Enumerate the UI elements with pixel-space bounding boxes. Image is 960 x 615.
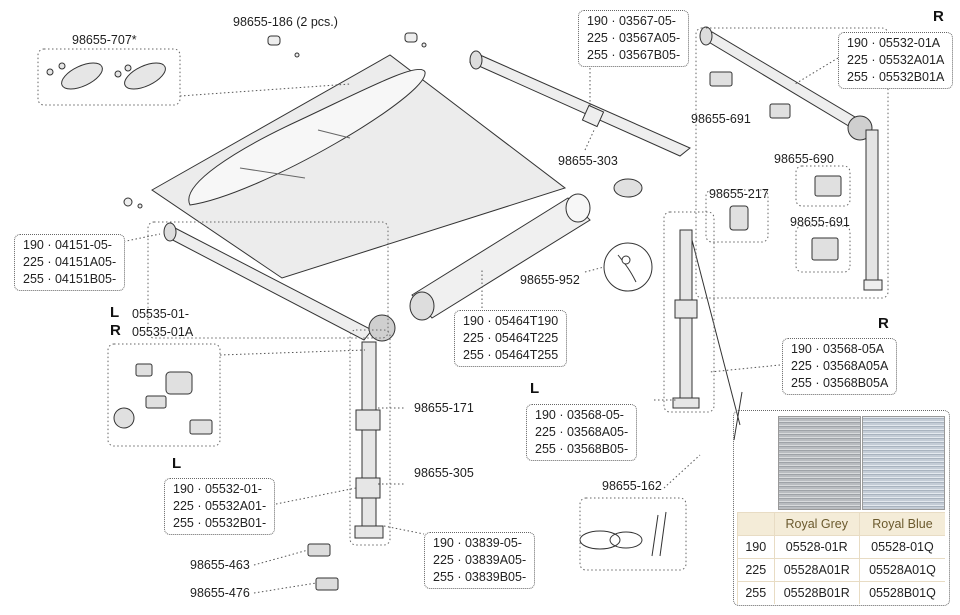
label-98655-162: 98655-162: [602, 479, 662, 493]
table-row: 225 05528A01R 05528A01Q: [737, 558, 945, 582]
box-line: 225 · 03567A05-: [587, 31, 681, 45]
right-leg: [672, 229, 741, 426]
fabric-col-blue: Royal Blue: [858, 512, 945, 536]
label-98655-952: 98655-952: [520, 273, 580, 287]
side-marker-l-arm: L: [172, 455, 182, 472]
box-left-leg: 190 · 03568-05- 225 · 03568A05- 255 · 03…: [526, 404, 638, 461]
roller-tube: [409, 193, 591, 321]
foot-clips: [307, 543, 339, 591]
top-rail: [468, 50, 691, 157]
box-line: 190 · 03567-05-: [587, 14, 676, 28]
box-left-foot: 190 · 03839-05- 225 · 03839A05- 255 · 03…: [424, 532, 536, 589]
table-row: 255 05528B01R 05528B01Q: [737, 581, 945, 604]
strap-and-pegs: [579, 391, 743, 557]
box-left-arm: 190 · 05532-01- 225 · 05532A01- 255 · 05…: [164, 478, 276, 535]
label-98655-690: 98655-690: [774, 152, 834, 166]
fabric-grey-code: 05528-01R: [773, 535, 860, 559]
label-98655-186: 98655-186 (2 pcs.): [233, 15, 338, 29]
fabric-clamp-group: [46, 62, 166, 90]
end-cap-l-code: 05535-01-: [132, 307, 189, 321]
fabric-table: Royal Grey Royal Blue 190 05528-01R 0552…: [737, 512, 945, 604]
left-leg: [354, 341, 384, 539]
fabric-size: 255: [737, 581, 775, 604]
box-line: 255 · 03568B05-: [535, 442, 629, 456]
side-marker-r-leg: R: [878, 315, 889, 332]
end-cap-r-code: 05535-01A: [132, 325, 194, 339]
box-right-leg: 190 · 03568-05A 225 · 03568A05A 255 · 03…: [782, 338, 898, 395]
box-roller-tube: 190 · 05464T190 225 · 05464T225 255 · 05…: [454, 310, 568, 367]
fabric-blue-code: 05528B01Q: [858, 581, 945, 604]
box-line: 225 · 04151A05-: [23, 255, 117, 269]
box-line: 255 · 03567B05-: [587, 48, 681, 62]
box-line: 190 · 04151-05-: [23, 238, 112, 252]
fabric-table-header: Royal Grey Royal Blue: [737, 512, 945, 536]
box-line: 255 · 04151B05-: [23, 272, 117, 286]
label-98655-171: 98655-171: [414, 401, 474, 415]
plug-pair: [267, 32, 427, 58]
swatch-royal-grey: [778, 416, 861, 510]
box-line: 255 · 05464T255: [463, 348, 559, 362]
side-marker-r: R: [110, 322, 121, 339]
right-arm: [699, 26, 883, 291]
side-marker-l: L: [110, 304, 120, 321]
hook-detail: [603, 242, 653, 292]
box-line: 225 · 05532A01-: [173, 499, 267, 513]
label-98655-303: 98655-303: [558, 154, 618, 168]
box-line: 225 · 05464T225: [463, 331, 559, 345]
fabric-grey-code: 05528A01R: [773, 558, 860, 582]
box-line: 190 · 03568-05A: [791, 342, 885, 356]
leader-lines: [111, 57, 839, 594]
fabric-col-blank: [737, 512, 775, 536]
label-98655-707: 98655-707*: [72, 33, 137, 47]
box-line: 225 · 05532A01A: [847, 53, 945, 67]
label-98655-305: 98655-305: [414, 466, 474, 480]
box-left-rail: 190 · 04151-05- 225 · 04151A05- 255 · 04…: [14, 234, 126, 291]
fabric-col-grey: Royal Grey: [773, 512, 860, 536]
label-98655-476: 98655-476: [190, 586, 250, 600]
box-line: 225 · 03568A05-: [535, 425, 629, 439]
box-line: 190 · 05532-01A: [847, 36, 941, 50]
box-line: 225 · 03839A05-: [433, 553, 527, 567]
label-98655-217: 98655-217: [709, 187, 769, 201]
small-brackets-right: [613, 71, 842, 261]
fabric-grey-code: 05528B01R: [773, 581, 860, 604]
box-line: 190 · 05532-01-: [173, 482, 262, 496]
label-98655-691-a: 98655-691: [691, 112, 751, 126]
side-marker-r-top: R: [933, 8, 944, 25]
label-98655-691-b: 98655-691: [790, 215, 850, 229]
box-line: 255 · 03839B05-: [433, 570, 527, 584]
box-line: 190 · 05464T190: [463, 314, 559, 328]
box-line: 190 · 03839-05-: [433, 536, 522, 550]
box-top-rail: 190 · 03567-05- 225 · 03567A05- 255 · 03…: [578, 10, 690, 67]
box-right-arm: 190 · 05532-01A 225 · 05532A01A 255 · 05…: [838, 32, 954, 89]
side-marker-l-leg: L: [530, 380, 540, 397]
box-line: 255 · 05532B01-: [173, 516, 267, 530]
box-line: 190 · 03568-05-: [535, 408, 624, 422]
fabric-size: 225: [737, 558, 775, 582]
box-line: 255 · 05532B01A: [847, 70, 945, 84]
group-outlines: [37, 27, 889, 571]
label-98655-463: 98655-463: [190, 558, 250, 572]
end-cap-parts: [113, 363, 213, 435]
swatch-royal-blue: [862, 416, 945, 510]
fabric-blue-code: 05528A01Q: [858, 558, 945, 582]
fabric-table-panel: [733, 410, 950, 606]
fabric-size: 190: [737, 535, 775, 559]
table-row: 190 05528-01R 05528-01Q: [737, 535, 945, 559]
box-line: 255 · 03568B05A: [791, 376, 889, 390]
box-line: 225 · 03568A05A: [791, 359, 889, 373]
fabric-blue-code: 05528-01Q: [858, 535, 945, 559]
